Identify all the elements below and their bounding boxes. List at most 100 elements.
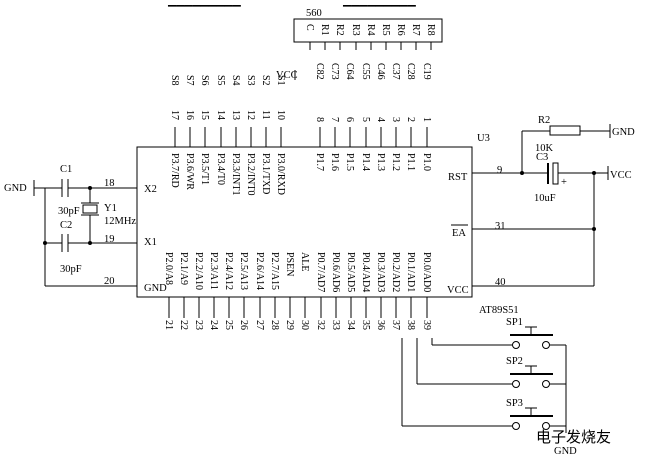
vcc-right-label: VCC [610,170,632,181]
resnet-header-box [293,18,443,43]
watermark-text: 电子发烧友 [536,429,611,446]
p1-pin-num-8: 8 [314,117,325,122]
p3-pin-num-16: 16 [184,110,195,120]
bottom-pin-num-34: 34 [345,320,356,330]
bottom-pin-num-35: 35 [360,320,371,330]
button-contact-right [542,341,550,349]
resnet-pin-r6: R6 [395,24,406,36]
p3-name-3: P3.4/T0 [215,153,226,185]
pin-num-40: 40 [495,277,506,288]
net-label-c82: C82 [314,63,325,80]
p3-pin-num-17: 17 [169,110,180,120]
bottom-pin-num-23: 23 [193,320,204,330]
push-button-sp1: SP1 [506,317,566,349]
p3-name-1: P3.6/WR [184,153,195,190]
bottom-name-1: P2.1/A9 [178,252,189,285]
junction-y1-bottom [88,241,92,245]
p3-pin-num-11: 11 [260,110,271,120]
resnet-pin-r8: R8 [425,24,436,36]
bottom-name-14: P0.3/AD3 [375,252,386,292]
bottom-pin-num-24: 24 [208,320,219,330]
resnet-pin-r3: R3 [350,24,361,36]
net-label-c55: C55 [360,63,371,80]
switch-label-s8: S8 [169,75,180,86]
p1-pin-num-4: 4 [375,117,386,122]
p3-pin-num-13: 13 [230,110,241,120]
pin-label-x1: X1 [144,237,157,248]
pin-label-x2: X2 [144,184,157,195]
y1-value: 12MHz [104,216,136,227]
p1-name-7: P1.0 [421,153,432,171]
bottom-name-12: P0.5/AD5 [345,252,356,292]
net-label-c28: C28 [405,63,416,80]
r2-label: R2 [538,115,550,126]
y1-label: Y1 [104,203,117,214]
bottom-pin-num-21: 21 [163,320,174,330]
junction-y1-top [88,186,92,190]
switch-label-s6: S6 [199,75,210,86]
bottom-name-10: P0.7/AD7 [315,252,326,292]
bottom-name-4: P2.4/A12 [223,252,234,290]
button-label-sp3: SP3 [506,398,523,409]
bottom-pin-num-27: 27 [254,320,265,330]
p1-name-4: P1.3 [375,153,386,171]
p1-name-3: P1.4 [360,153,371,171]
push-button-sp2: SP2 [506,356,566,388]
bottom-pin-num-38: 38 [405,320,416,330]
c3-plate-right [552,162,559,185]
p3-pin-num-14: 14 [215,110,226,120]
bottom-pin-num-39: 39 [421,320,432,330]
top-fragment-left: ▁▁▁▁▁▁▁▁▁ [167,0,242,7]
p1-pin-num-7: 7 [329,117,340,122]
switch-label-s4: S4 [230,75,241,86]
junction-ea [592,227,596,231]
bottom-pin-num-25: 25 [223,320,234,330]
r2-gnd-label: GND [612,127,635,138]
resnet-pin-stubs [309,42,432,50]
bottom-name-16: P0.1/AD1 [405,252,416,292]
p1-name-0: P1.7 [314,153,325,171]
p1-pin-num-6: 6 [344,117,355,122]
p3-name-6: P3.1/TXD [260,153,271,194]
button-label-sp2: SP2 [506,356,523,367]
bottom-pin-num-29: 29 [284,320,295,330]
bottom-name-15: P0.2/AD2 [390,252,401,292]
r2-body [549,125,581,136]
pin-num-9: 9 [497,165,502,176]
bottom-name-2: P2.2/A10 [193,252,204,290]
resnet-pin-r5: R5 [380,24,391,36]
switch-label-s2: S2 [260,75,271,86]
resnet-pin-c: C [304,24,315,31]
c2-label: C2 [60,220,72,231]
bottom-name-13: P0.4/AD4 [360,252,371,292]
bottom-pin-num-32: 32 [315,320,326,330]
p1-pin-num-3: 3 [390,117,401,122]
top-pin-stubs [174,127,428,147]
pin-num-31: 31 [495,221,506,232]
p3-name-7: P3.0/RXD [275,153,286,195]
pin-num-20: 20 [104,276,115,287]
switch-label-s1: S1 [275,75,286,86]
c3-value: 10uF [534,193,556,204]
bottom-pin-num-28: 28 [269,320,280,330]
p3-pin-num-12: 12 [245,110,256,120]
bottom-name-7: P2.7/A15 [269,252,280,290]
c2-value: 30pF [60,264,82,275]
p3-name-5: P3.2/INT0 [245,153,256,196]
bottom-pin-num-33: 33 [330,320,341,330]
pin-label-rst: RST [448,172,468,183]
switch-label-s5: S5 [215,75,226,86]
r2-value: 10K [535,143,554,154]
net-label-c19: C19 [421,63,432,80]
bottom-name-17: P0.0/AD0 [421,252,432,292]
pin-label-ea: EA [452,228,466,239]
bottom-pin-stubs [168,297,428,318]
bottom-pin-num-37: 37 [390,320,401,330]
button-contact-left [512,422,520,430]
top-fragment-right: ▁▁▁▁▁▁▁▁▁ [342,0,417,7]
bottom-pin-num-26: 26 [238,320,249,330]
